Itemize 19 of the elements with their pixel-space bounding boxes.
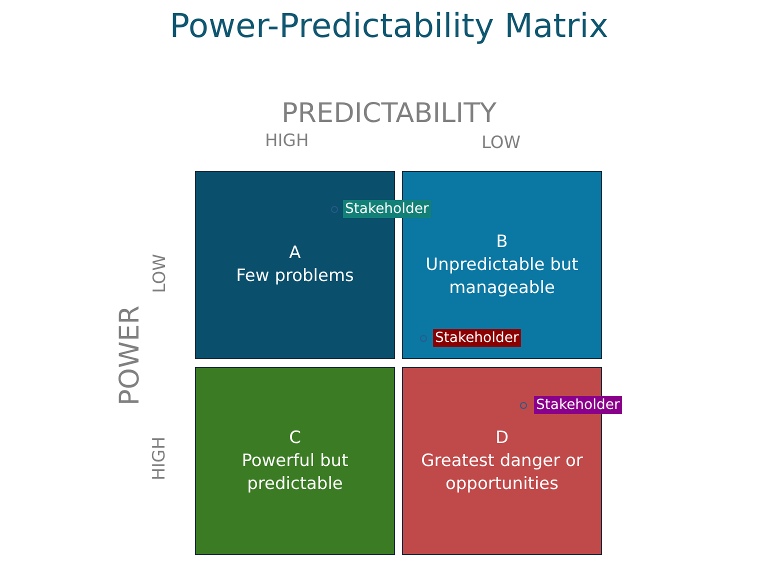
axis-tick-label: LOW: [482, 132, 521, 154]
axis-title: POWER: [114, 304, 146, 406]
quadrant-description: Greatest danger or opportunities: [420, 450, 584, 496]
axis-tick-label: HIGH: [265, 130, 309, 152]
quadrant-description: Powerful but predictable: [240, 450, 350, 496]
quadrant-description: Unpredictable but manageable: [424, 254, 580, 300]
stakeholder-label: Stakeholder: [534, 396, 622, 414]
quadrant-description: Few problems: [236, 265, 354, 288]
stakeholder-label: Stakeholder: [343, 200, 431, 218]
title: Power-Predictability Matrix: [168, 6, 610, 46]
quadrant-letter: C: [289, 426, 301, 450]
quadrant-letter: A: [289, 242, 301, 265]
quadrant-letter: B: [496, 230, 508, 254]
axis-title: PREDICTABILITY: [282, 98, 497, 128]
quadrant-box: [195, 367, 395, 555]
axis-tick-label: LOW: [150, 253, 171, 293]
axis-tick-label: HIGH: [149, 436, 170, 480]
quadrant-letter: D: [495, 426, 509, 450]
stakeholder-label: Stakeholder: [433, 329, 521, 347]
